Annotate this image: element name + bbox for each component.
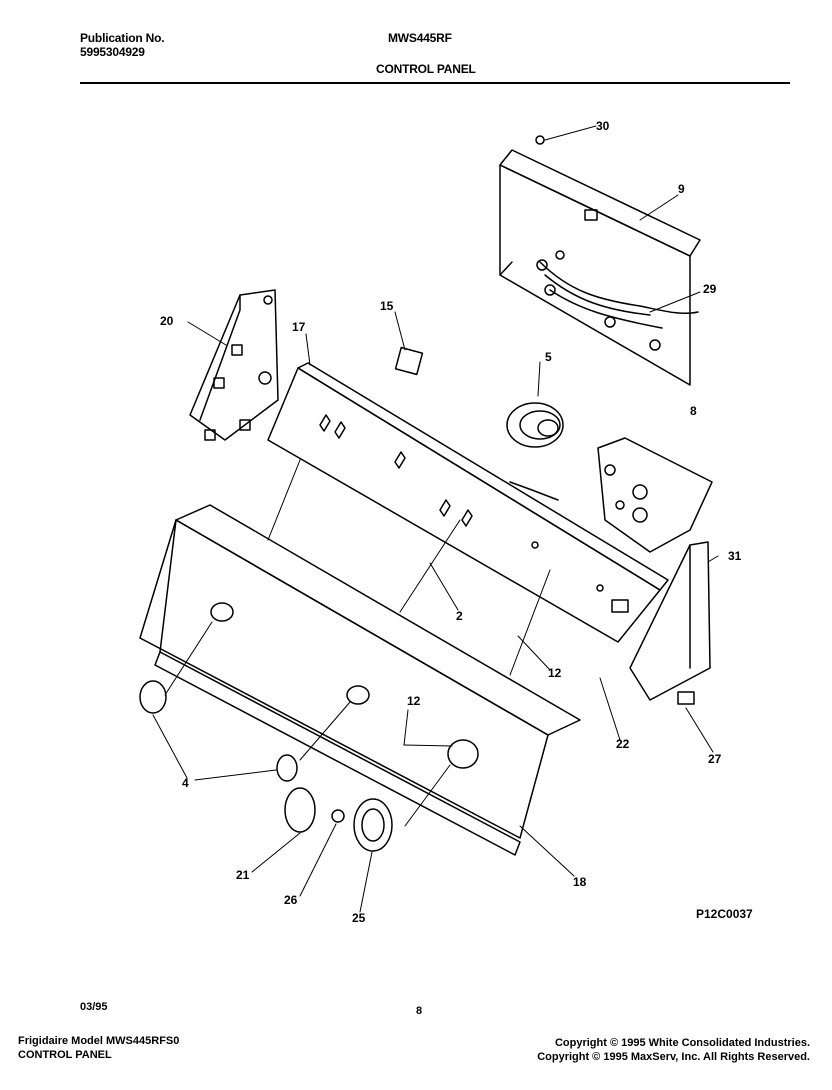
callout-29: 29 (703, 282, 717, 296)
page-number: 8 (416, 1005, 423, 1017)
copyright-wci: Copyright © 1995 White Consolidated Indu… (554, 1037, 810, 1049)
footer-section: CONTROL PANEL (18, 1049, 112, 1061)
control-board (267, 362, 669, 643)
console-front (139, 504, 581, 856)
callout-5: 5 (545, 350, 552, 364)
leader-lines (152, 125, 719, 913)
header-rule (80, 82, 790, 84)
clip-part (677, 691, 695, 705)
callout-8: 8 (690, 404, 697, 418)
dial-plate (353, 798, 393, 852)
publication-label: Publication No. (80, 31, 165, 45)
callout-18: 18 (573, 875, 587, 889)
selector-knob (139, 680, 298, 782)
callout-2: 2 (456, 609, 463, 623)
drawing-code: P12C0037 (696, 907, 753, 921)
section-title: CONTROL PANEL (376, 62, 476, 76)
callout-31: 31 (728, 549, 742, 563)
callout-9: 9 (678, 182, 685, 196)
callout-26: 26 (284, 893, 298, 907)
model-number: MWS445RF (388, 31, 452, 45)
callout-17: 17 (292, 320, 306, 334)
left-bracket (189, 289, 279, 441)
callout-12-left: 12 (407, 694, 421, 708)
timer-knob (284, 787, 316, 833)
publication-number: 5995304929 (80, 45, 145, 59)
callout-12-right: 12 (548, 666, 562, 680)
callout-30: 30 (596, 119, 610, 133)
callout-25: 25 (352, 911, 366, 925)
timer-dial (506, 402, 564, 448)
footer-date: 03/95 (80, 1001, 108, 1013)
side-bracket (629, 541, 711, 701)
harness-bracket (499, 135, 701, 386)
callout-20: 20 (160, 314, 174, 328)
small-washer (331, 809, 345, 823)
callout-21: 21 (236, 868, 250, 882)
callout-4: 4 (182, 776, 189, 790)
callout-22: 22 (616, 737, 630, 751)
switch-part (394, 346, 424, 376)
copyright-maxserv: Copyright © 1995 MaxServ, Inc. All Right… (537, 1051, 810, 1063)
callout-15: 15 (380, 299, 394, 313)
relay-block (597, 437, 713, 553)
callout-27: 27 (708, 752, 722, 766)
footer-model: Frigidaire Model MWS445RFS0 (18, 1035, 180, 1047)
